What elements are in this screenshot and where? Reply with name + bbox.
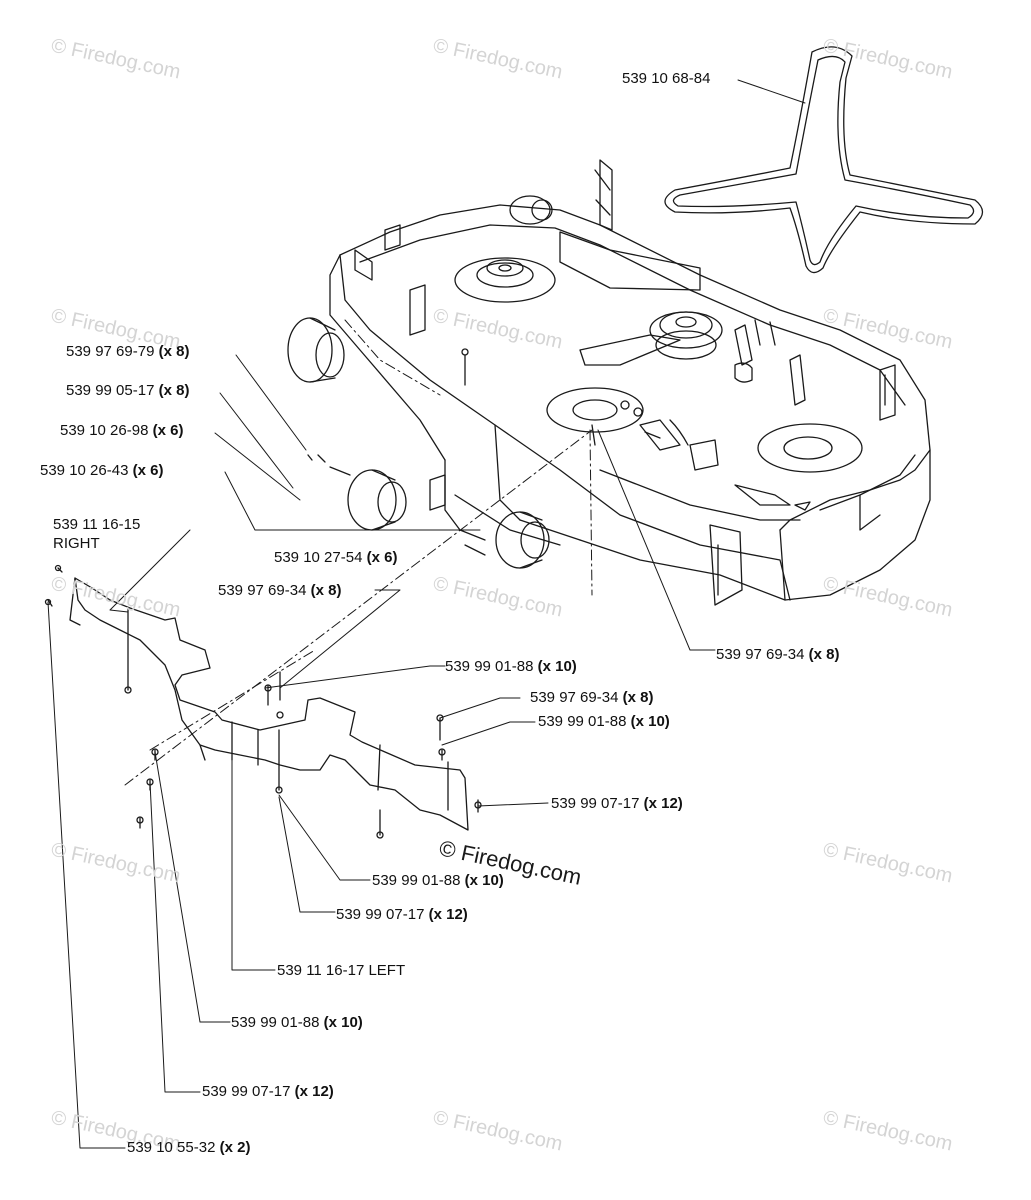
- part-label: 539 10 55-32 (x 2): [127, 1139, 251, 1156]
- part-label: 539 99 01-88 (x 10): [445, 658, 577, 675]
- part-label: 539 99 01-88 (x 10): [231, 1014, 363, 1031]
- part-label: 539 97 69-79 (x 8): [66, 343, 190, 360]
- deck-baffle: [69, 577, 469, 831]
- part-label: 539 10 26-98 (x 6): [60, 422, 184, 439]
- drive-belt: [664, 46, 984, 274]
- part-label: 539 97 69-34 (x 8): [218, 582, 342, 599]
- part-label: 539 11 16-15: [53, 516, 141, 533]
- part-label: 539 97 69-34 (x 8): [530, 689, 654, 706]
- part-label: 539 99 07-17 (x 12): [551, 795, 683, 812]
- deck-hardware: [307, 348, 689, 556]
- part-label: 539 99 07-17 (x 12): [336, 906, 468, 923]
- part-label: 539 99 07-17 (x 12): [202, 1083, 334, 1100]
- alignment-lines: [124, 319, 593, 786]
- part-label: RIGHT: [53, 535, 100, 552]
- mower-deck: [329, 204, 931, 601]
- deck-brackets: [354, 159, 896, 606]
- deck-wheels: [287, 195, 553, 569]
- part-label: 539 10 68-84: [622, 70, 711, 87]
- part-label: 539 10 26-43 (x 6): [40, 462, 164, 479]
- leader-lines: [47, 79, 806, 1149]
- part-label: 539 11 16-17 LEFT: [277, 962, 406, 979]
- deck-pulleys: [454, 257, 863, 473]
- part-label: 539 99 01-88 (x 10): [372, 872, 504, 889]
- part-label: 539 99 01-88 (x 10): [538, 713, 670, 730]
- part-label: 539 10 27-54 (x 6): [274, 549, 398, 566]
- part-label: 539 99 05-17 (x 8): [66, 382, 190, 399]
- part-label: 539 97 69-34 (x 8): [716, 646, 840, 663]
